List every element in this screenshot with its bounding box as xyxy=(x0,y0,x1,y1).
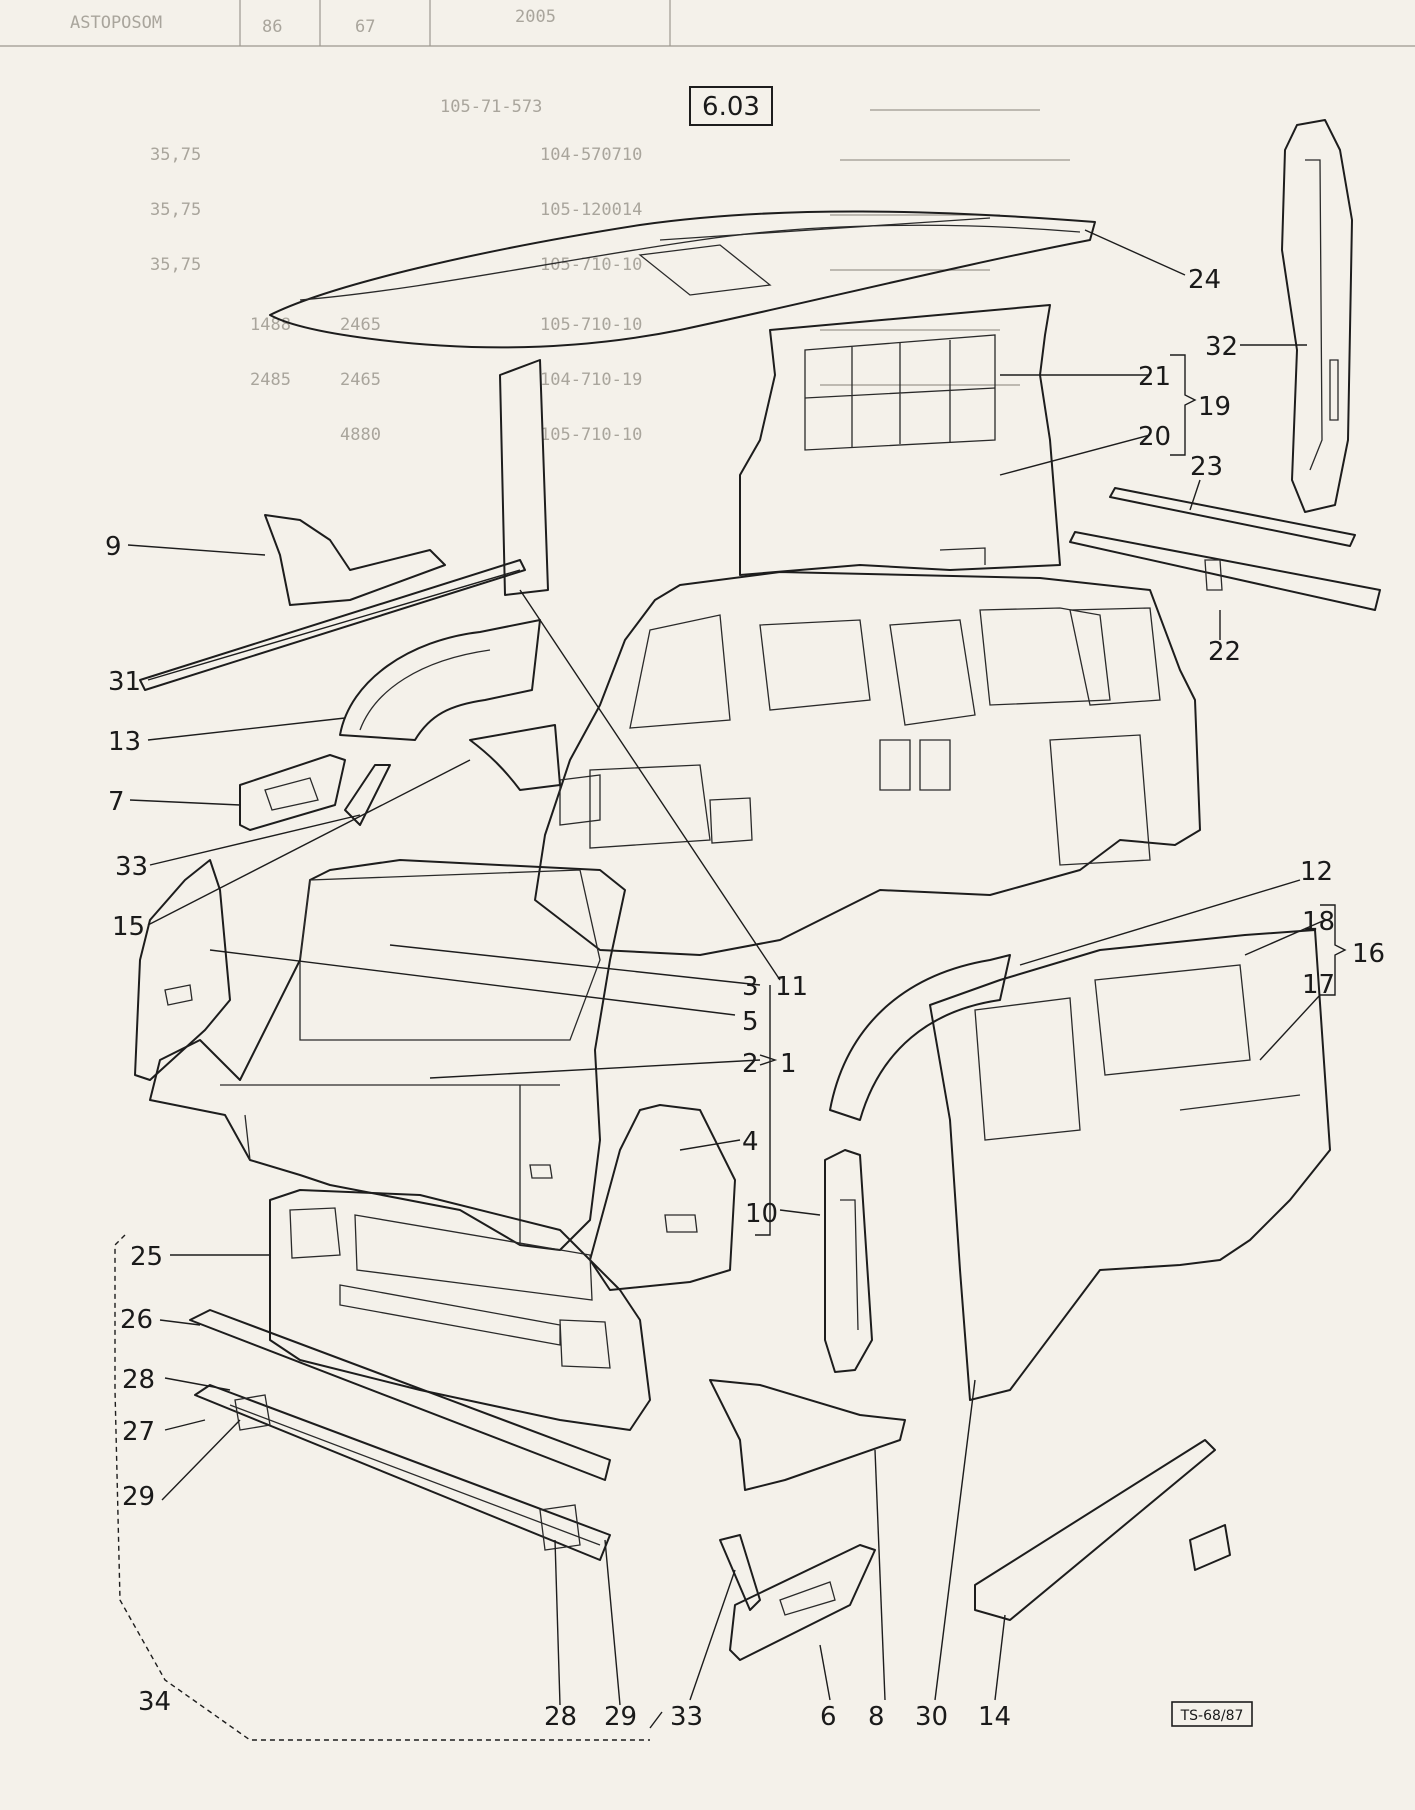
arch-trim-strip xyxy=(344,764,391,826)
front-step-panel xyxy=(729,1544,876,1661)
fuel-cap-cover xyxy=(1189,1524,1231,1571)
brace-1-tip xyxy=(759,1054,778,1066)
callout-29-left: 29 xyxy=(122,1482,155,1512)
callout-21: 21 xyxy=(1138,362,1171,392)
callout-25: 25 xyxy=(130,1242,163,1272)
drawing-code: TS-68/87 xyxy=(1180,1708,1244,1724)
rear-step-panel xyxy=(239,754,346,831)
left-door-pillar xyxy=(134,859,231,1081)
callout-20: 20 xyxy=(1138,422,1171,452)
plate-number-box: 6.03 xyxy=(689,86,773,126)
rear-wheel-arch xyxy=(339,619,541,741)
callout-31: 31 xyxy=(108,667,141,697)
callout-18: 18 xyxy=(1302,907,1335,937)
callout-27: 27 xyxy=(122,1417,155,1447)
bumper-strip xyxy=(189,1309,611,1481)
callout-33-bottom: 33 xyxy=(670,1702,703,1732)
faded-parts-table: ASTOPOSOM 86 67 2005 105-71-573 104-5707… xyxy=(0,0,1415,445)
faded-code-text: 105-120014 xyxy=(540,200,642,220)
brace-1 xyxy=(755,985,771,1236)
callout-28-left: 28 xyxy=(122,1365,155,1395)
faded-price-text: 35,75 xyxy=(150,145,201,165)
callout-12: 12 xyxy=(1300,857,1333,887)
callout-6: 6 xyxy=(820,1702,837,1732)
brace-19 xyxy=(1170,354,1197,456)
callout-32: 32 xyxy=(1205,332,1238,362)
callout-13: 13 xyxy=(108,727,141,757)
front-door-panel xyxy=(589,1104,736,1291)
front-wheel-arch xyxy=(829,954,1011,1121)
faded-qty-text: 2485 xyxy=(250,370,291,390)
front-sill-panel xyxy=(194,1384,611,1561)
leader-lines xyxy=(127,229,1326,1706)
faded-code-text: 105-710-10 xyxy=(540,255,642,275)
roof-rail xyxy=(1109,487,1356,547)
rear-panel-assembly xyxy=(739,304,1061,576)
callout-26: 26 xyxy=(120,1305,153,1335)
callout-7: 7 xyxy=(108,787,125,817)
faded-header-text: 86 xyxy=(262,17,282,37)
callout-10: 10 xyxy=(745,1199,778,1229)
c-pillar-panel xyxy=(1281,119,1353,513)
faded-code-text: 105-71-573 xyxy=(440,97,542,117)
faded-qty-text: 4880 xyxy=(340,425,381,445)
front-cabin-assembly xyxy=(149,859,626,1251)
faded-code-text: 104-570710 xyxy=(540,145,642,165)
callout-4: 4 xyxy=(742,1127,759,1157)
callout-2: 2 xyxy=(742,1049,759,1079)
floor-bracket-right xyxy=(709,1379,906,1491)
faded-header-text: 67 xyxy=(355,17,375,37)
b-pillar-panel xyxy=(824,1149,873,1373)
faded-code-text: 105-710-10 xyxy=(540,425,642,445)
faded-qty-text: 2465 xyxy=(340,315,381,335)
callout-15: 15 xyxy=(112,912,145,942)
faded-qty-text: 1488 xyxy=(250,315,291,335)
plate-number: 6.03 xyxy=(702,92,760,122)
callout-23: 23 xyxy=(1190,452,1223,482)
faded-code-text: 105-710-10 xyxy=(540,315,642,335)
roof-panel xyxy=(269,210,1096,349)
faded-code-text: 104-710-19 xyxy=(540,370,642,390)
callout-22: 22 xyxy=(1208,637,1241,667)
callout-labels: 24 32 21 19 20 23 22 9 31 13 7 33 15 12 … xyxy=(105,265,1385,1732)
front-grille-panel xyxy=(269,1189,651,1431)
rocker-strip xyxy=(974,1439,1216,1621)
faded-price-text: 35,75 xyxy=(150,200,201,220)
callout-14: 14 xyxy=(978,1702,1011,1732)
sill-strip xyxy=(139,559,526,691)
inner-arch-panel xyxy=(469,724,561,791)
callout-11: 11 xyxy=(775,972,808,1002)
faded-header-text: ASTOPOSOM xyxy=(70,13,162,33)
callout-3: 3 xyxy=(742,972,759,1002)
side-panel-assembly xyxy=(929,929,1331,1401)
floor-bracket xyxy=(264,514,446,606)
callout-28-bottom: 28 xyxy=(544,1702,577,1732)
callout-17: 17 xyxy=(1302,970,1335,1000)
callout-33-left: 33 xyxy=(115,852,148,882)
callout-19: 19 xyxy=(1198,392,1231,422)
callout-30: 30 xyxy=(915,1702,948,1732)
assembly-34-bracket xyxy=(114,1234,650,1741)
faded-qty-text: 2465 xyxy=(340,370,381,390)
arch-trim-strip-right xyxy=(719,1534,761,1611)
center-pillar xyxy=(499,359,549,596)
brace-16 xyxy=(1320,904,1347,996)
callout-24: 24 xyxy=(1188,265,1221,295)
rear-cross-member xyxy=(1069,531,1381,611)
callout-1: 1 xyxy=(780,1049,797,1079)
faded-header-text: 2005 xyxy=(515,7,556,27)
callout-29-bottom: 29 xyxy=(604,1702,637,1732)
callout-9: 9 xyxy=(105,532,122,562)
body-shell xyxy=(534,571,1201,956)
slash-mark xyxy=(649,1711,663,1729)
callout-8: 8 xyxy=(868,1702,885,1732)
faded-price-text: 35,75 xyxy=(150,255,201,275)
callout-16: 16 xyxy=(1352,939,1385,969)
callout-34: 34 xyxy=(138,1687,171,1717)
callout-5: 5 xyxy=(742,1007,759,1037)
drawing-code-box: TS-68/87 xyxy=(1171,1701,1253,1727)
